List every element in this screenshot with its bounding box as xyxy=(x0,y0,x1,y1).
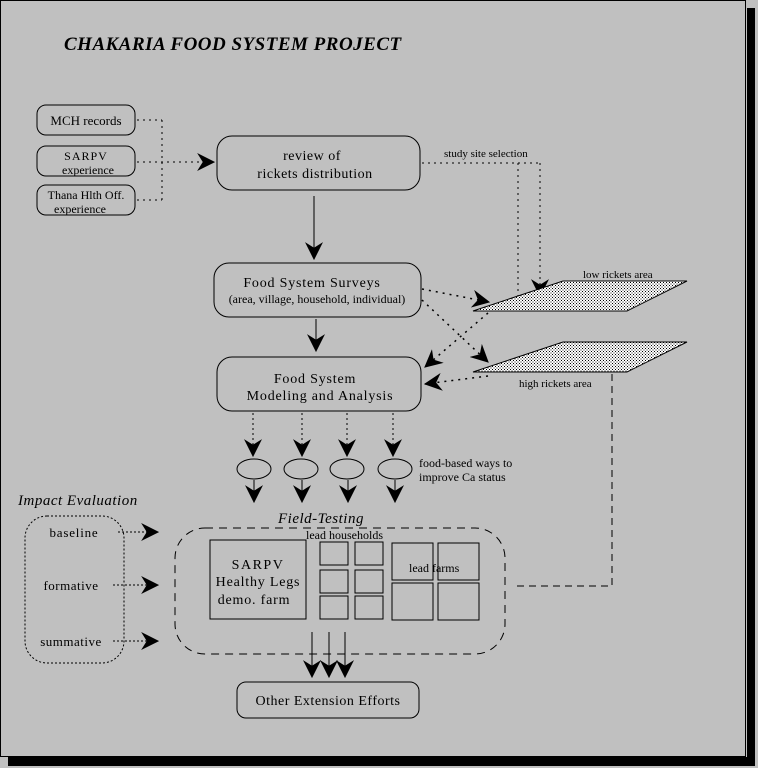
impact-formative: formative xyxy=(43,578,98,593)
household-cell xyxy=(354,595,384,620)
sarpv-demo-farm: SARPV Healthy Legs demo. farm xyxy=(209,539,307,620)
source-thana-health-office: Thana Hlth Off. experience xyxy=(36,184,136,216)
surveys-line1: Food System Surveys xyxy=(243,276,380,291)
food-system-surveys-box: Food System Surveys (area, village, hous… xyxy=(213,262,422,318)
option-ellipse xyxy=(236,458,272,480)
farm-cell xyxy=(391,582,434,621)
study-site-label: study site selection xyxy=(444,148,528,160)
modeling-to-options-arrows xyxy=(244,413,402,458)
food-based-options xyxy=(236,458,413,480)
source-thana-line1: Thana Hlth Off. xyxy=(48,188,125,202)
high-area-to-field-testing-connector xyxy=(512,374,613,587)
impact-baseline: baseline xyxy=(50,525,99,540)
field-testing-title: Field-Testing xyxy=(277,511,364,527)
frame-shadow-right xyxy=(747,8,755,766)
frame-shadow-bottom xyxy=(8,757,755,766)
source-mch-records: MCH records xyxy=(36,104,136,136)
field-testing-to-extension-arrows xyxy=(303,632,354,679)
surveys-line2: (area, village, household, individual) xyxy=(229,292,406,306)
lead-farms-grid xyxy=(391,542,480,621)
household-cell xyxy=(354,541,384,566)
impact-evaluation-group xyxy=(24,515,125,664)
modeling-line2: Modeling and Analysis xyxy=(247,389,394,404)
impact-evaluation-title: Impact Evaluation xyxy=(17,493,138,509)
lead-farms-label: lead farms xyxy=(409,561,460,575)
demo-farm-line1: SARPV xyxy=(232,558,285,573)
modeling-line1: Food System xyxy=(274,372,356,387)
demo-farm-line2: Healthy Legs xyxy=(216,575,301,590)
source-mch-label: MCH records xyxy=(50,113,121,128)
demo-farm-line3: demo. farm xyxy=(218,593,291,608)
impact-summative: summative xyxy=(40,634,102,649)
farm-cell xyxy=(437,542,480,581)
area-connectors xyxy=(421,288,491,391)
food-system-modeling-box: Food System Modeling and Analysis xyxy=(216,356,422,412)
farm-cell xyxy=(391,542,434,581)
high-rickets-label: high rickets area xyxy=(519,378,592,390)
household-cell xyxy=(319,595,349,620)
farm-cell xyxy=(437,582,480,621)
high-rickets-area: high rickets area xyxy=(472,341,688,390)
impact-arrows xyxy=(113,523,160,650)
option-ellipse xyxy=(377,458,413,480)
source-sarpv-line2: experience xyxy=(62,163,114,177)
food-ways-line2: improve Ca status xyxy=(419,470,506,484)
source-sarpv-experience: SARPV experience xyxy=(36,145,136,177)
lead-households-grid xyxy=(319,541,384,620)
other-extension-label: Other Extension Efforts xyxy=(256,694,401,709)
source-connectors xyxy=(137,119,216,201)
food-ways-line1: food-based ways to xyxy=(419,456,512,470)
option-ellipse xyxy=(329,458,365,480)
low-rickets-label: low rickets area xyxy=(583,269,653,281)
field-testing-group xyxy=(174,527,506,655)
other-extension-efforts-box: Other Extension Efforts xyxy=(236,681,420,719)
diagram-title: CHAKARIA FOOD SYSTEM PROJECT xyxy=(64,34,403,55)
household-cell xyxy=(354,569,384,594)
low-rickets-area: low rickets area xyxy=(472,269,688,312)
diagram-frame xyxy=(0,0,746,757)
review-line2: rickets distribution xyxy=(257,167,372,182)
household-cell xyxy=(319,541,349,566)
option-ellipse xyxy=(283,458,319,480)
lead-households-label: lead households xyxy=(306,528,383,542)
source-sarpv-line1: SARPV xyxy=(64,149,108,163)
study-site-connectors xyxy=(422,162,549,302)
options-to-field-testing-arrows xyxy=(245,480,404,504)
review-rickets-box: review of rickets distribution xyxy=(216,135,421,191)
review-line1: review of xyxy=(283,149,341,164)
source-thana-line2: experience xyxy=(54,202,106,216)
household-cell xyxy=(319,569,349,594)
